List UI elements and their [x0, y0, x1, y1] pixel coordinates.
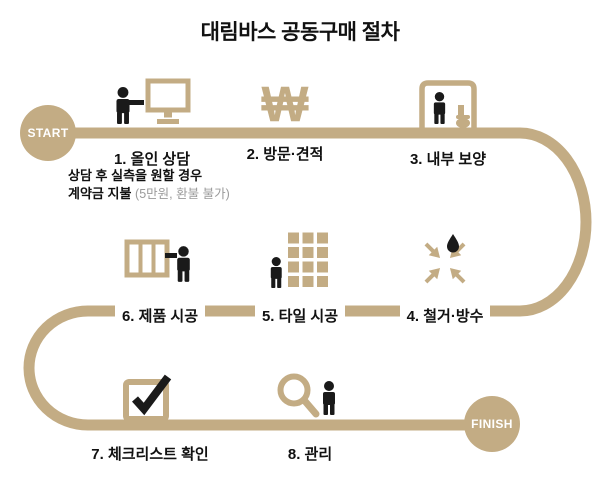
step-3-label: 3. 내부 보양 — [409, 151, 487, 168]
step-8: 8. 관리 — [250, 370, 370, 464]
demolition-waterproof-icon — [414, 232, 476, 293]
step-1-label: 1. 올인 상담 — [113, 151, 191, 168]
step-4: 4. 철거·방수 — [385, 232, 505, 327]
deposit-note-main: 계약금 지불 — [68, 186, 136, 201]
step-5-label: 5. 타일 시공 — [254, 304, 346, 327]
step-4-label: 4. 철거·방수 — [399, 304, 491, 327]
step-7: 7. 체크리스트 확인 — [75, 370, 225, 464]
product-install-icon — [124, 232, 196, 293]
step-8-label: 8. 관리 — [287, 446, 333, 463]
interior-protection-icon — [416, 78, 480, 135]
tile-work-icon — [267, 232, 333, 293]
checklist-icon — [122, 370, 178, 427]
won-currency-icon: ₩ — [261, 76, 309, 132]
deposit-note-detail: (5만원, 환불 불가) — [135, 187, 230, 201]
step-5: 5. 타일 시공 — [240, 232, 360, 327]
start-badge: START — [20, 105, 76, 161]
page-title: 대림바스 공동구매 절차 — [200, 21, 400, 44]
step-7-label: 7. 체크리스트 확인 — [91, 446, 209, 463]
deposit-note-line2: 계약금 지불 (5만원, 환불 불가) — [68, 185, 230, 203]
process-path-line — [23, 127, 592, 431]
consult-computer-icon — [112, 78, 192, 135]
step-3: 3. 내부 보양 — [388, 78, 508, 169]
finish-badge: FINISH — [464, 396, 520, 452]
magnifier-person-icon — [273, 370, 347, 427]
step-2-label: 2. 방문·견적 — [246, 146, 324, 163]
deposit-note-line1: 상담 후 실측을 원할 경우 — [68, 168, 203, 183]
step-6-label: 6. 제품 시공 — [114, 304, 206, 327]
step-1: 1. 올인 상담 — [92, 78, 212, 169]
deposit-note: 상담 후 실측을 원할 경우 계약금 지불 (5만원, 환불 불가) — [68, 167, 230, 203]
step-6: 6. 제품 시공 — [100, 232, 220, 327]
step-2: ₩ 2. 방문·견적 — [225, 78, 345, 164]
